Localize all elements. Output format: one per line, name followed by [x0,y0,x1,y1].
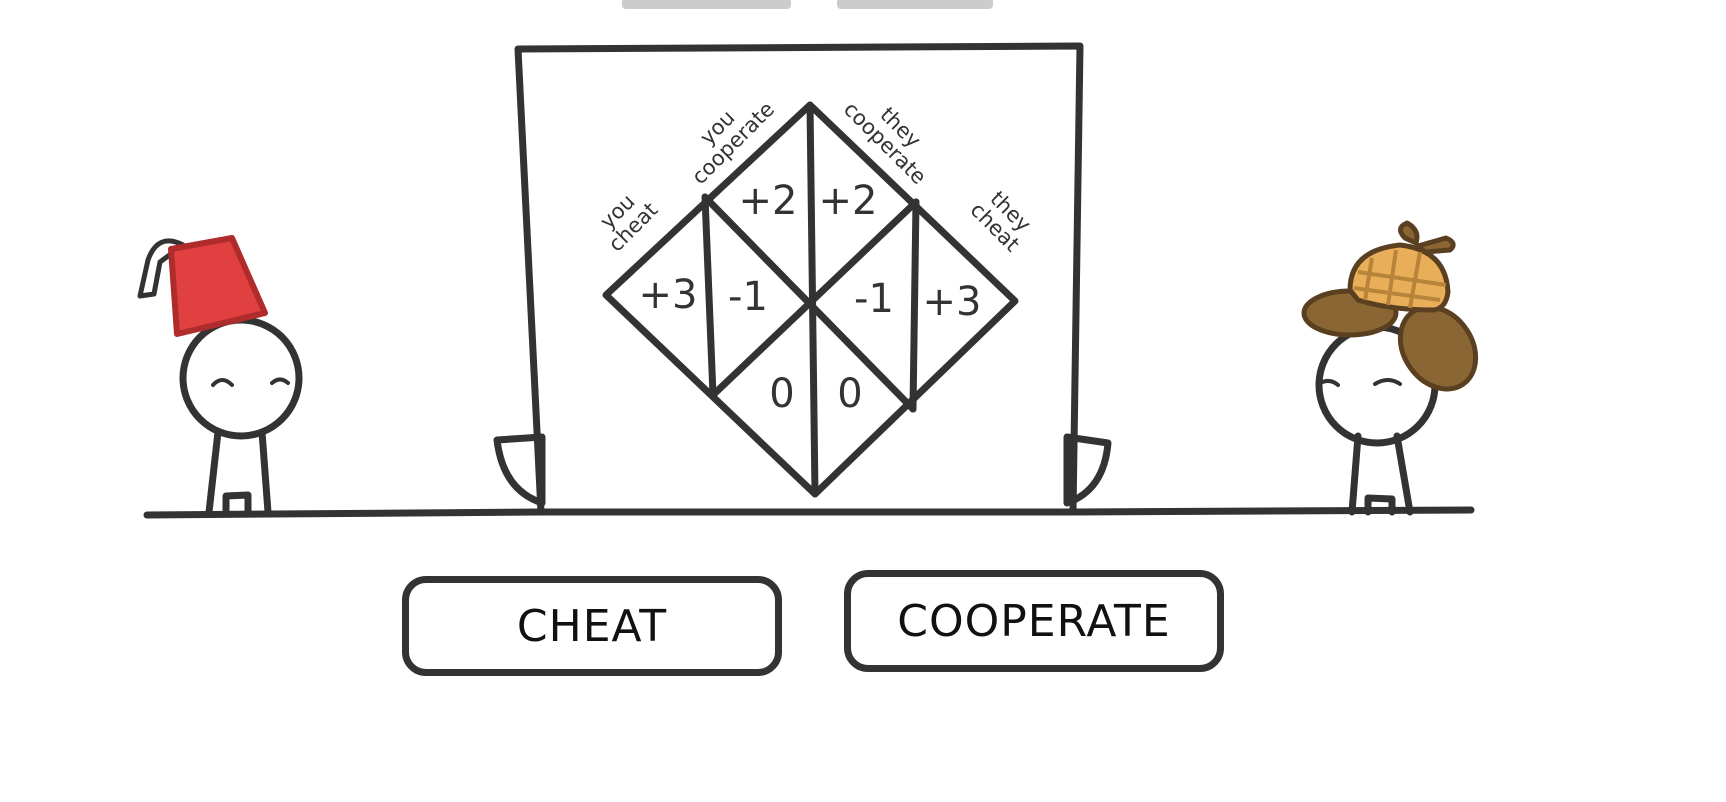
fez-tassel-icon [137,238,186,299]
payoff-both-coop-you: +2 [739,178,798,224]
deerstalker-hat-icon [1301,220,1479,392]
payoff-both-cheat-you: 0 [769,371,794,417]
label-you-cooperate: you cooperate [687,97,779,189]
ground-line [143,506,1475,519]
player-left-eyes [211,377,290,387]
top-tab-right[interactable] [837,0,993,9]
player-right-character [1301,220,1479,516]
payoff-board: +3 -1 -1 +3 +2 +2 0 0 you cheat you coop… [514,42,1084,516]
payoff-diamond [602,101,1019,498]
fez-hat-icon [168,235,268,337]
payoff-both-cheat-they: 0 [837,371,862,417]
player-right-eyes [1318,378,1402,387]
payoff-you-cheat: +3 [639,272,698,318]
payoff-both-coop-they: +2 [819,178,878,224]
top-tab-left[interactable] [622,0,791,9]
payoff-they-cheat: +3 [923,279,982,325]
board-right-ear [1063,433,1112,507]
cheat-button[interactable]: CHEAT [402,576,782,676]
cooperate-button[interactable]: COOPERATE [844,570,1224,672]
label-they-cooperate: they cooperate [839,97,931,189]
payoff-you-cooperate-loss: -1 [854,276,894,322]
player-left-character [137,235,303,516]
label-they-cheat: they cheat [966,186,1036,256]
payoff-they-cooperate-loss: -1 [728,274,768,320]
label-you-cheat: you cheat [595,189,662,256]
